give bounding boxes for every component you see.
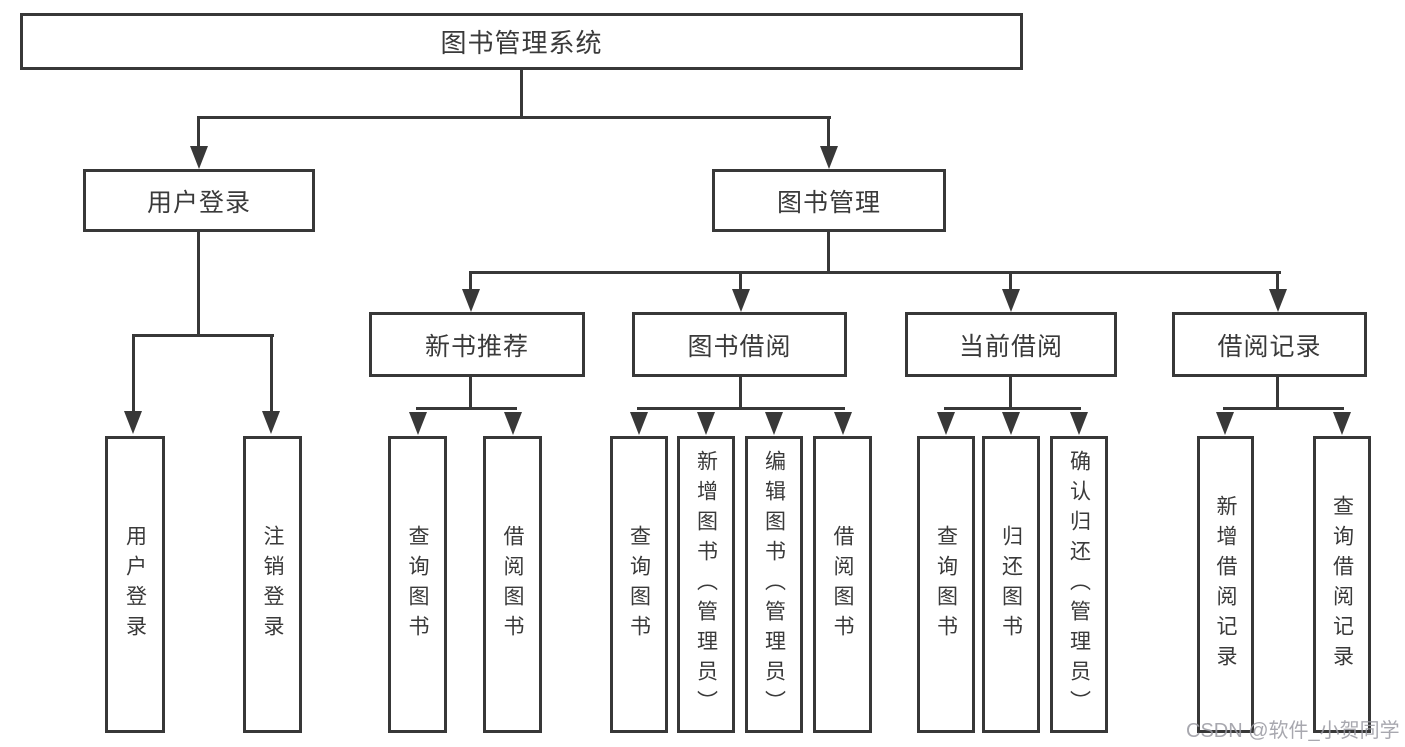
node-root-label: 图书管理系统 <box>440 28 603 58</box>
arrowhead-down-icon <box>262 411 280 434</box>
connector-current-borrow-stem <box>1009 377 1012 409</box>
arrowhead-down-icon <box>409 412 427 435</box>
node-leaf-cb-return-books: 归还图书 <box>982 436 1040 733</box>
node-leaf-bb-add-books-admin: 新增图书（管理员） <box>677 436 735 733</box>
arrowhead-down-icon <box>834 412 852 435</box>
node-borrow-records-label: 借阅记录 <box>1217 332 1322 361</box>
node-leaf-cb-query-books: 查询图书 <box>917 436 975 733</box>
connector-root-stem <box>520 70 523 116</box>
connector-drop-user-login <box>197 116 200 148</box>
arrowhead-down-icon <box>1002 412 1020 435</box>
node-leaf-br-query-record-label: 查询借阅记录 <box>1330 494 1354 675</box>
connector-new-book-rec-stem <box>469 377 472 409</box>
arrowhead-down-icon <box>1216 412 1234 435</box>
node-leaf-cb-confirm-return-admin-label: 确认归还（管理员） <box>1067 449 1091 720</box>
connector-drop-new-book-rec <box>469 271 472 291</box>
arrowhead-down-icon <box>124 411 142 434</box>
node-leaf-bb-edit-books-admin-label: 编辑图书（管理员） <box>762 449 786 720</box>
arrowhead-down-icon <box>630 412 648 435</box>
connector-user-login-branch <box>132 334 274 337</box>
node-root: 图书管理系统 <box>20 13 1023 70</box>
arrowhead-down-icon <box>1333 412 1351 435</box>
connector-new-book-rec-branch <box>416 407 517 410</box>
connector-book-borrow-branch <box>637 407 845 410</box>
node-user-login-group: 用户登录 <box>83 169 315 232</box>
node-leaf-cb-return-books-label: 归还图书 <box>999 524 1023 645</box>
node-leaf-rec-borrow-books: 借阅图书 <box>483 436 542 733</box>
node-leaf-rec-query-books: 查询图书 <box>388 436 447 733</box>
node-leaf-bb-edit-books-admin: 编辑图书（管理员） <box>745 436 803 733</box>
node-leaf-bb-query-books: 查询图书 <box>610 436 668 733</box>
node-leaf-br-add-record-label: 新增借阅记录 <box>1214 494 1237 675</box>
node-book-mgmt: 图书管理 <box>712 169 946 232</box>
node-current-borrow: 当前借阅 <box>905 312 1117 377</box>
connector-book-borrow-stem <box>739 377 742 409</box>
node-new-book-rec-label: 新书推荐 <box>424 332 529 361</box>
connector-borrow-records-branch <box>1223 407 1344 410</box>
connector-drop-leaf-logout <box>270 334 273 411</box>
node-new-book-rec: 新书推荐 <box>369 312 585 377</box>
node-leaf-cb-confirm-return-admin: 确认归还（管理员） <box>1050 436 1108 733</box>
node-user-login-group-label: 用户登录 <box>146 188 251 217</box>
node-leaf-logout-label: 注销登录 <box>261 524 284 645</box>
arrowhead-down-icon <box>190 146 208 169</box>
node-borrow-records: 借阅记录 <box>1172 312 1367 377</box>
connector-borrow-records-stem <box>1276 377 1279 409</box>
arrowhead-down-icon <box>1269 289 1287 312</box>
node-leaf-br-query-record: 查询借阅记录 <box>1313 436 1371 733</box>
connector-user-login-stem <box>197 232 200 336</box>
arrowhead-down-icon <box>937 412 955 435</box>
node-leaf-logout: 注销登录 <box>243 436 302 733</box>
connector-drop-current-borrow <box>1009 271 1012 291</box>
node-leaf-rec-borrow-books-label: 借阅图书 <box>501 524 524 645</box>
arrowhead-down-icon <box>820 146 838 169</box>
arrowhead-down-icon <box>765 412 783 435</box>
arrowhead-down-icon <box>732 289 750 312</box>
connector-book-mgmt-stem <box>827 232 830 273</box>
arrowhead-down-icon <box>1070 412 1088 435</box>
node-leaf-user-login-label: 用户登录 <box>123 524 147 645</box>
node-book-borrow: 图书借阅 <box>632 312 847 377</box>
arrowhead-down-icon <box>1002 289 1020 312</box>
arrowhead-down-icon <box>504 412 522 435</box>
connector-drop-book-borrow <box>739 271 742 291</box>
node-current-borrow-label: 当前借阅 <box>958 332 1063 361</box>
node-leaf-br-add-record: 新增借阅记录 <box>1197 436 1254 733</box>
node-leaf-user-login: 用户登录 <box>105 436 165 733</box>
node-leaf-cb-query-books-label: 查询图书 <box>934 524 958 645</box>
node-leaf-bb-add-books-admin-label: 新增图书（管理员） <box>694 449 718 720</box>
node-leaf-bb-query-books-label: 查询图书 <box>627 524 651 645</box>
node-book-borrow-label: 图书借阅 <box>687 332 792 361</box>
arrowhead-down-icon <box>697 412 715 435</box>
connector-current-borrow-branch <box>944 407 1081 410</box>
node-leaf-bb-borrow-books-label: 借阅图书 <box>831 524 854 645</box>
node-book-mgmt-label: 图书管理 <box>776 188 881 217</box>
csdn-watermark: CSDN @软件_小贺同学 <box>1186 720 1400 742</box>
connector-drop-borrow-records <box>1276 271 1279 291</box>
connector-drop-book-mgmt <box>827 116 830 148</box>
connector-level3-branch <box>469 271 1281 274</box>
node-leaf-rec-query-books-label: 查询图书 <box>406 524 429 645</box>
node-leaf-bb-borrow-books: 借阅图书 <box>813 436 872 733</box>
connector-drop-leaf-user-login <box>132 334 135 411</box>
connector-level2-branch <box>197 116 831 119</box>
arrowhead-down-icon <box>462 289 480 312</box>
